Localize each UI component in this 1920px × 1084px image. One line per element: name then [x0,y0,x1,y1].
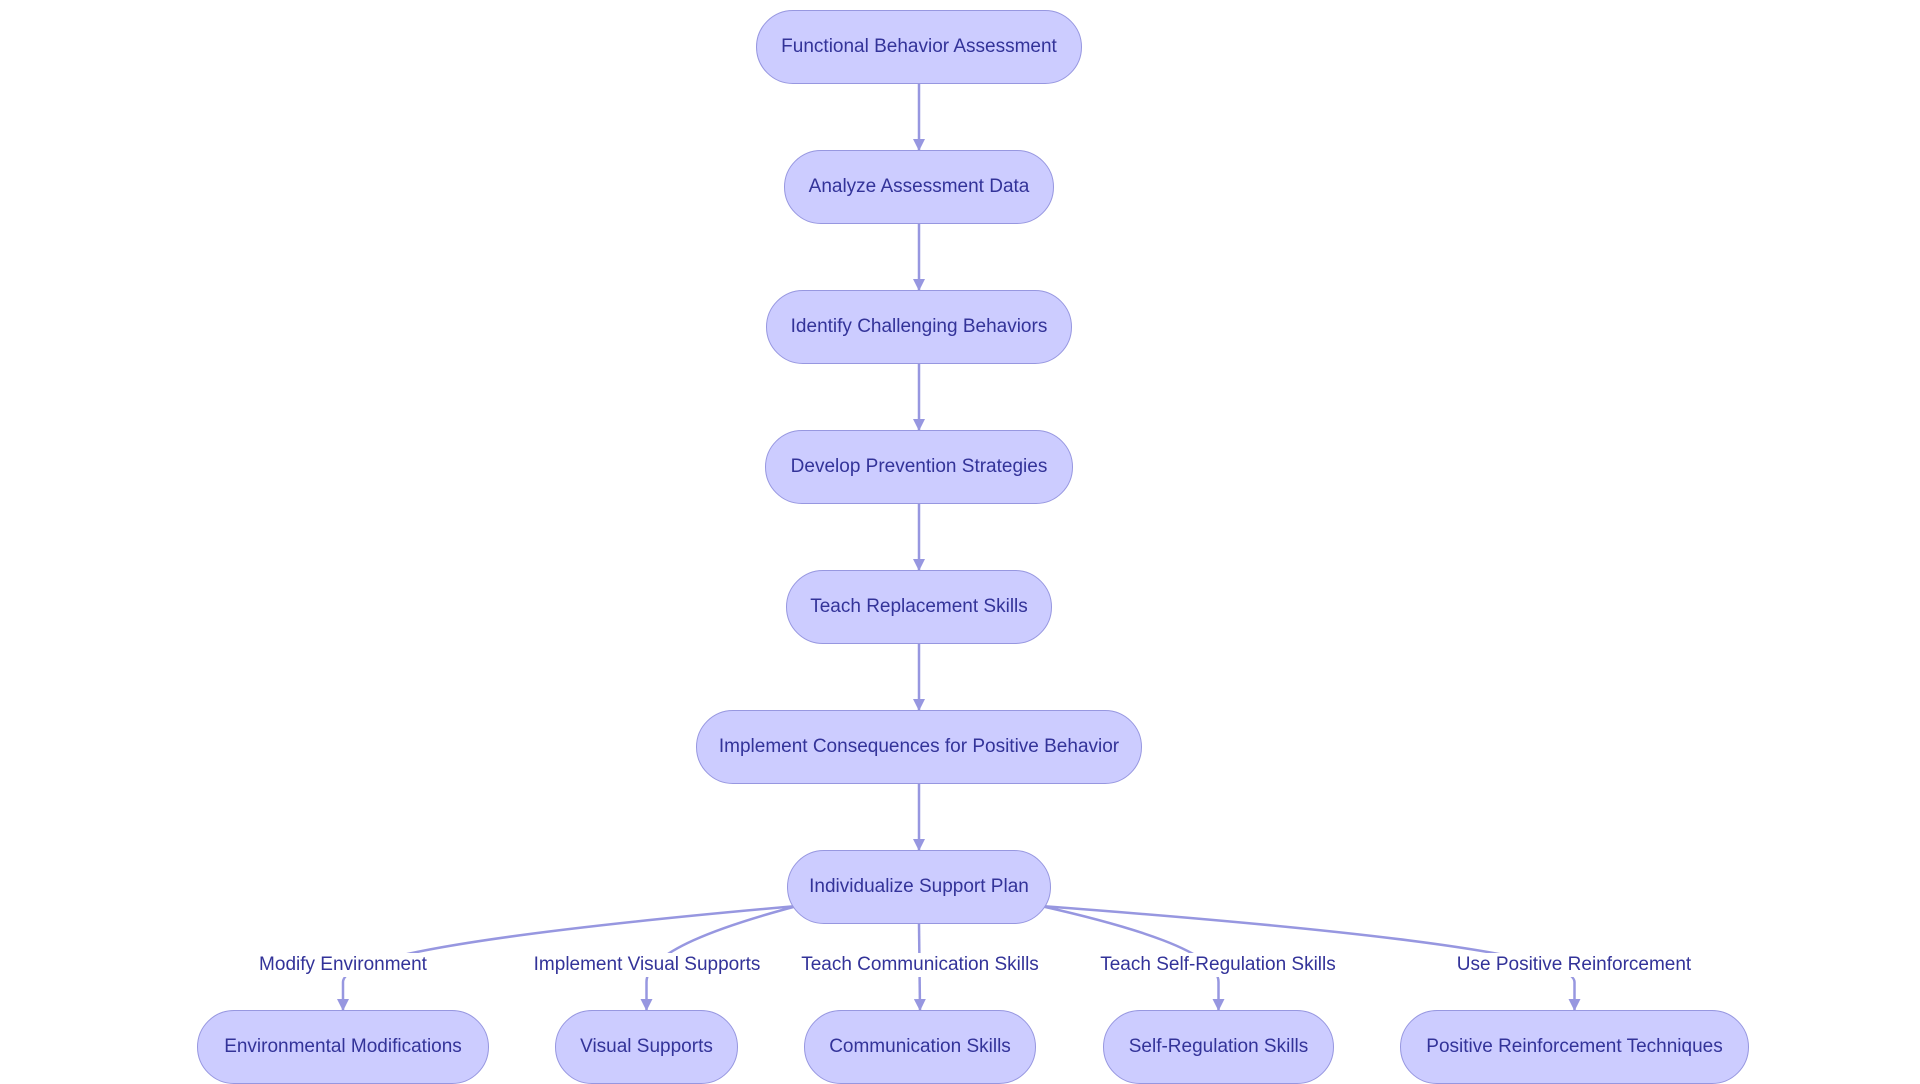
node-self-regulation-skills: Self-Regulation Skills [1103,1010,1334,1084]
node-functional-behavior-assessment: Functional Behavior Assessment [756,10,1082,84]
edge-label-teach-communication-skills: Teach Communication Skills [798,953,1042,977]
node-analyze-assessment-data: Analyze Assessment Data [784,150,1054,224]
edge-label-use-positive-reinforcement: Use Positive Reinforcement [1453,953,1695,977]
edge-label-teach-self-regulation-skills: Teach Self-Regulation Skills [1097,953,1339,977]
edge-label-modify-environment: Modify Environment [256,953,430,977]
node-visual-supports: Visual Supports [555,1010,738,1084]
edge-label-implement-visual-supports: Implement Visual Supports [530,953,764,977]
node-identify-challenging-behaviors: Identify Challenging Behaviors [766,290,1072,364]
node-communication-skills: Communication Skills [804,1010,1036,1084]
node-implement-consequences: Implement Consequences for Positive Beha… [696,710,1142,784]
node-develop-prevention-strategies: Develop Prevention Strategies [765,430,1073,504]
node-teach-replacement-skills: Teach Replacement Skills [786,570,1052,644]
node-positive-reinforcement-techniques: Positive Reinforcement Techniques [1400,1010,1749,1084]
node-environmental-modifications: Environmental Modifications [197,1010,489,1084]
node-individualize-support-plan: Individualize Support Plan [787,850,1051,924]
